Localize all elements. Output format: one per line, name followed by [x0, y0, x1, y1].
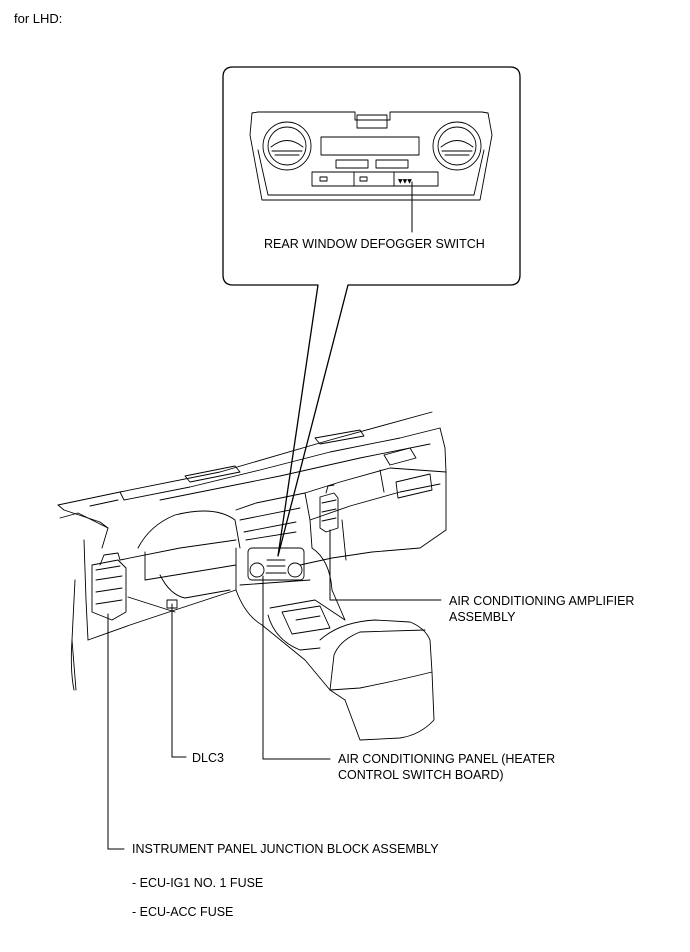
- rear-window-defogger-switch-label: REAR WINDOW DEFOGGER SWITCH: [264, 237, 485, 251]
- fuse-item-ecu-acc: - ECU-ACC FUSE: [132, 905, 234, 919]
- defogger-button-glyph: ▼▼▼: [398, 178, 412, 185]
- ac-panel-label-line1: AIR CONDITIONING PANEL (HEATER: [338, 752, 556, 766]
- fuse-item-ecu-ig1: - ECU-IG1 NO. 1 FUSE: [132, 876, 264, 890]
- callout-bubble: [222, 66, 521, 557]
- leader-dlc3: [171, 603, 187, 758]
- junction-block-label: INSTRUMENT PANEL JUNCTION BLOCK ASSEMBLY: [132, 842, 439, 856]
- leader-lines: [107, 529, 442, 850]
- leader-ac-amplifier: [329, 529, 442, 601]
- variant-heading: for LHD:: [14, 11, 63, 26]
- ac-amplifier-label-line2: ASSEMBLY: [449, 610, 516, 624]
- ac-panel-detail: [249, 111, 493, 201]
- ac-amplifier-label-line1: AIR CONDITIONING AMPLIFIER: [449, 594, 635, 608]
- ac-panel-label-line2: CONTROL SWITCH BOARD): [338, 768, 504, 782]
- rear-defogger-button: ▼▼▼: [398, 178, 412, 185]
- leader-junction-block: [107, 613, 125, 850]
- leader-ac-panel: [262, 575, 331, 760]
- dlc3-label: DLC3: [192, 751, 224, 765]
- dashboard-illustration: [57, 411, 447, 741]
